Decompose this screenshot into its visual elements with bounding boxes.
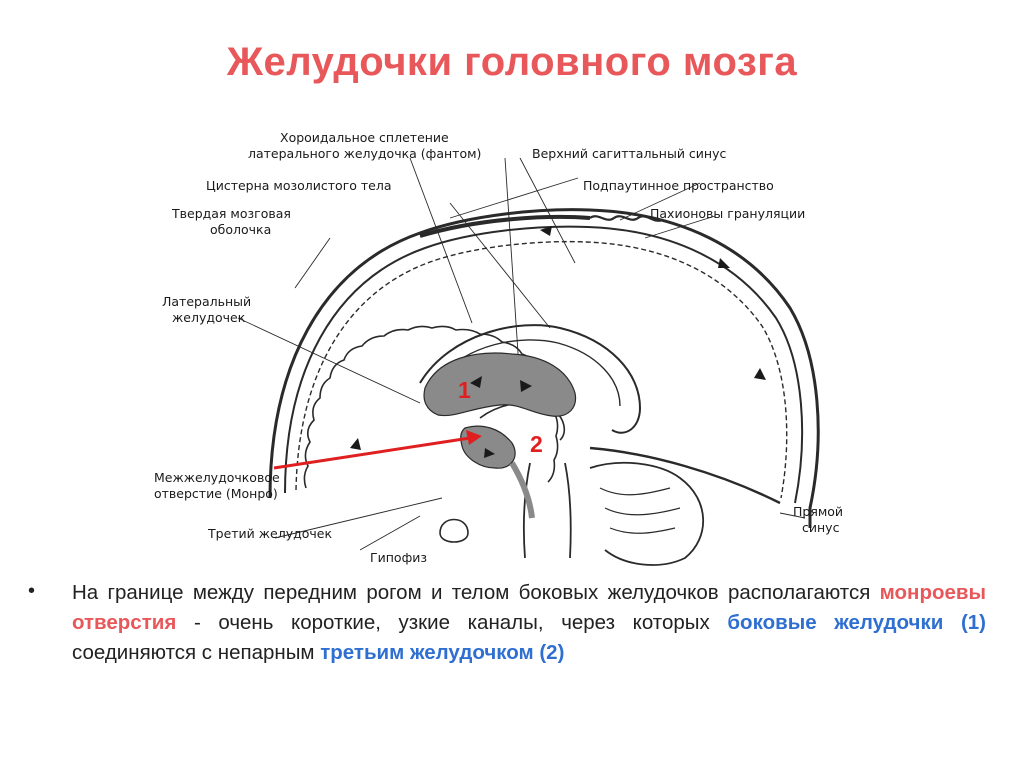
label-dura-1: Твердая мозговая xyxy=(171,206,291,221)
brain-ventricles-diagram: Хороидальное сплетение латерального желу… xyxy=(120,118,865,573)
dura-inner-contour xyxy=(284,225,804,504)
label-choroid-plexus-2: латерального желудочка (фантом) xyxy=(248,146,481,161)
corpus-callosum-inner xyxy=(437,339,621,407)
term-lateral-ventricles: боковые желудочки (1) xyxy=(727,611,987,634)
straight-sinus-line xyxy=(589,446,781,505)
label-foramen-1: Межжелудочковое xyxy=(154,470,280,485)
marker-two: 2 xyxy=(530,431,543,457)
bullet-text-2: - очень короткие, узкие каналы, через ко… xyxy=(176,611,728,634)
label-pacchionian: Пахионовы грануляции xyxy=(650,206,805,221)
monro-red-arrow xyxy=(273,436,471,470)
bullet-text-3: соединяются с непарным xyxy=(72,641,321,664)
dura-outer-contour xyxy=(268,208,820,528)
label-hypophysis: Гипофиз xyxy=(370,550,427,565)
label-lateral-ventricle-1: Латеральный xyxy=(162,294,251,309)
marker-one: 1 xyxy=(458,377,471,403)
label-foramen-2: отверстие (Монро) xyxy=(154,486,278,501)
csf-flow-arrows xyxy=(350,226,766,458)
bullet-symbol: • xyxy=(28,580,36,602)
label-choroid-plexus-1: Хороидальное сплетение xyxy=(280,130,449,145)
corpus-callosum xyxy=(419,324,642,434)
monro-red-arrowhead xyxy=(466,430,482,445)
label-straight-sinus-2: синус xyxy=(802,520,840,535)
pituitary xyxy=(439,518,469,543)
pacchionian-granulations xyxy=(589,215,663,222)
sup-sagittal-sinus xyxy=(419,214,591,238)
term-third-ventricle: третьим желудочком (2) xyxy=(320,641,565,664)
aqueduct xyxy=(509,461,535,519)
slide-title: Желудочки головного мозга xyxy=(226,40,798,84)
brainstem-front xyxy=(522,462,531,559)
label-sup-sagittal-sinus: Верхний сагиттальный синус xyxy=(532,146,727,161)
label-dura-2: оболочка xyxy=(210,222,271,237)
label-third-ventricle: Третий желудочек xyxy=(207,526,332,541)
label-cistern: Цистерна мозолистого тела xyxy=(206,178,392,193)
lateral-ventricle xyxy=(423,352,577,417)
subarachnoid-line xyxy=(295,240,788,499)
label-straight-sinus-1: Прямой xyxy=(793,504,843,519)
cerebellum xyxy=(589,461,705,566)
bullet-text-1: На границе между передним рогом и телом … xyxy=(72,581,880,604)
label-subarachnoid: Подпаутинное пространство xyxy=(583,178,774,193)
brainstem-back xyxy=(564,462,572,559)
bullet-paragraph: На границе между передним рогом и телом … xyxy=(72,578,986,668)
diagram-svg: Хороидальное сплетение латерального желу… xyxy=(154,130,843,566)
label-lateral-ventricle-2: желудочек xyxy=(172,310,246,325)
term-monro-foramina: монроевы отверстия xyxy=(72,581,986,634)
